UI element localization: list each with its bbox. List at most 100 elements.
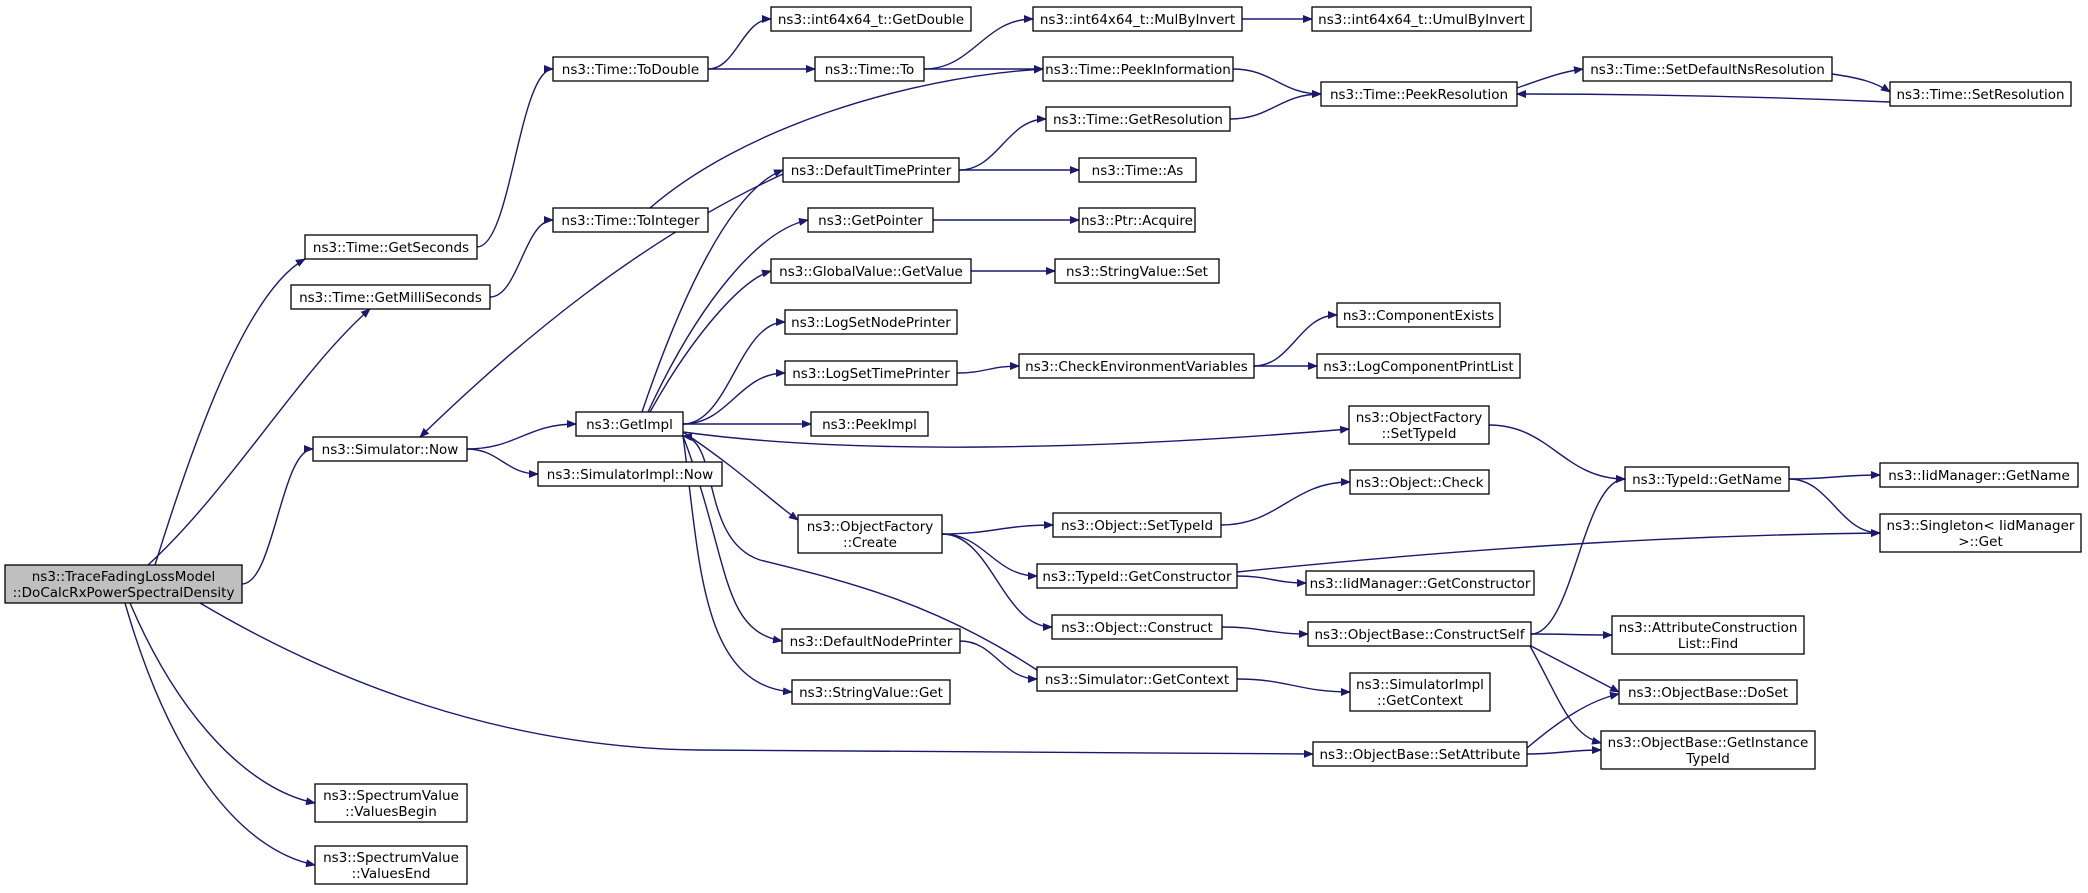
node-box	[1582, 56, 1833, 82]
edge-line	[682, 431, 799, 521]
node-label: ns3::int64x64_t::MulByInvert	[1040, 12, 1235, 28]
graph-node-stringset[interactable]: ns3::StringValue::Set	[1054, 258, 1220, 284]
graph-node-getimpl[interactable]: ns3::GetImpl	[575, 411, 684, 437]
graph-node-typeidgetname[interactable]: ns3::TypeId::GetName	[1624, 466, 1790, 492]
graph-node-objsettypeid[interactable]: ns3::Object::SetTypeId	[1052, 512, 1222, 538]
edge-line	[1530, 630, 1613, 639]
node-label: ns3::TypeId::GetConstructor	[1042, 569, 1232, 585]
node-label: ::GetContext	[1377, 693, 1463, 709]
graph-node-simgetcontext[interactable]: ns3::Simulator::GetContext	[1036, 666, 1238, 692]
graph-node-now[interactable]: ns3::Simulator::Now	[312, 436, 468, 462]
edge-line	[476, 65, 554, 248]
graph-node-defaultnodeprinter[interactable]: ns3::DefaultNodePrinter	[781, 628, 961, 654]
edge-getresolution-to-peekres	[1229, 90, 1322, 120]
node-label: ns3::ObjectBase::ConstructSelf	[1315, 627, 1526, 643]
graph-node-objconstruct[interactable]: ns3::Object::Construct	[1051, 614, 1223, 640]
node-label: ns3::StringValue::Set	[1066, 264, 1208, 280]
edge-obconstructself-to-typeidgetname	[1530, 475, 1626, 635]
edge-line	[1530, 645, 1620, 693]
edge-ofcreate-to-typeidgetctor	[941, 533, 1038, 580]
graph-node-singletonget[interactable]: ns3::Singleton< IidManager>::Get	[1879, 513, 2082, 553]
node-label: ns3::ObjectFactory	[1356, 410, 1483, 426]
graph-node-ofsettypeid[interactable]: ns3::ObjectFactory::SetTypeId	[1348, 405, 1490, 445]
graph-node-logcomplist[interactable]: ns3::LogComponentPrintList	[1316, 353, 1521, 379]
edge-line	[1788, 471, 1881, 480]
node-box	[1349, 672, 1491, 712]
node-label: ns3::SimulatorImpl::Now	[547, 467, 713, 483]
graph-node-logsetnode[interactable]: ns3::LogSetNodePrinter	[784, 309, 958, 335]
edge-setresolution-to-peekres	[1516, 90, 1891, 103]
node-label: ns3::GlobalValue::GetValue	[779, 264, 963, 280]
graph-node-checkenv[interactable]: ns3::CheckEnvironmentVariables	[1018, 353, 1255, 379]
graph-node-valend[interactable]: ns3::SpectrumValue::ValuesEnd	[314, 845, 468, 885]
node-label: ns3::Time::ToDouble	[562, 62, 699, 78]
graph-node-mulbyinvert[interactable]: ns3::int64x64_t::MulByInvert	[1032, 6, 1243, 32]
graph-node-obsetattr[interactable]: ns3::ObjectBase::SetAttribute	[1312, 741, 1528, 767]
graph-node-gvgetvalue[interactable]: ns3::GlobalValue::GetValue	[770, 258, 972, 284]
graph-node-peekinfo[interactable]: ns3::Time::PeekInformation	[1042, 56, 1234, 82]
graph-node-setresolution[interactable]: ns3::Time::SetResolution	[1889, 81, 2072, 107]
node-box	[1618, 679, 1798, 705]
graph-node-typeidgetctor[interactable]: ns3::TypeId::GetConstructor	[1036, 563, 1238, 589]
edge-defaulttimeprinter-to-now	[419, 173, 784, 438]
graph-node-simimplnow[interactable]: ns3::SimulatorImpl::Now	[537, 461, 723, 487]
graph-node-timeto[interactable]: ns3::Time::To	[814, 56, 925, 82]
graph-node-todouble[interactable]: ns3::Time::ToDouble	[552, 56, 709, 82]
graph-node-getmilli[interactable]: ns3::Time::GetMilliSeconds	[290, 284, 491, 310]
node-box	[1036, 563, 1238, 589]
graph-node-objcheck[interactable]: ns3::Object::Check	[1349, 469, 1490, 495]
graph-node-ptracquire[interactable]: ns3::Ptr::Acquire	[1078, 207, 1196, 233]
node-label: ns3::Time::ToInteger	[561, 213, 700, 229]
edge-todouble-to-getdouble	[707, 15, 772, 70]
graph-node-iidgetctor[interactable]: ns3::IidManager::GetConstructor	[1305, 570, 1535, 596]
graph-node-getpointer[interactable]: ns3::GetPointer	[807, 207, 934, 233]
edge-line	[1526, 691, 1620, 749]
node-label: ns3::SpectrumValue	[323, 788, 459, 804]
graph-node-stringget[interactable]: ns3::StringValue::Get	[791, 679, 951, 705]
node-box	[575, 411, 684, 437]
edge-line	[1530, 475, 1626, 635]
graph-node-peekimpl[interactable]: ns3::PeekImpl	[810, 411, 929, 437]
graph-node-logsettime[interactable]: ns3::LogSetTimePrinter	[784, 360, 958, 386]
node-box	[810, 411, 929, 437]
edge-peekres-to-setdefaultns	[1516, 66, 1584, 89]
edge-line	[1221, 626, 1309, 638]
edge-root-to-getmilli	[147, 308, 371, 566]
node-box	[1045, 106, 1231, 132]
graph-node-tointeger[interactable]: ns3::Time::ToInteger	[552, 207, 709, 233]
graph-node-getresolution[interactable]: ns3::Time::GetResolution	[1045, 106, 1231, 132]
graph-node-obdoset[interactable]: ns3::ObjectBase::DoSet	[1618, 679, 1798, 705]
node-label: ns3::Time::GetMilliSeconds	[299, 290, 482, 306]
edge-line	[199, 602, 1314, 758]
edge-typeidgetname-to-singletonget	[1788, 478, 1881, 537]
node-box	[1051, 614, 1223, 640]
graph-node-valbegin[interactable]: ns3::SpectrumValue::ValuesBegin	[314, 783, 468, 823]
graph-node-componentexists[interactable]: ns3::ComponentExists	[1336, 302, 1501, 328]
node-box	[1307, 621, 1532, 647]
graph-node-getseconds[interactable]: ns3::Time::GetSeconds	[304, 234, 478, 260]
node-box	[1879, 462, 2079, 488]
node-label: ns3::DefaultTimePrinter	[791, 163, 952, 179]
node-label: ns3::Time::GetResolution	[1053, 112, 1223, 128]
edge-line	[1788, 478, 1881, 537]
graph-node-ofcreate[interactable]: ns3::ObjectFactory::Create	[797, 514, 943, 554]
graph-node-umulbyinvert[interactable]: ns3::int64x64_t::UmulByInvert	[1311, 6, 1532, 32]
graph-node-peekres[interactable]: ns3::Time::PeekResolution	[1320, 81, 1518, 107]
node-box	[1305, 570, 1535, 596]
edge-line	[923, 15, 1034, 70]
graph-node-getdouble[interactable]: ns3::int64x64_t::GetDouble	[770, 6, 972, 32]
graph-node-obconstructself[interactable]: ns3::ObjectBase::ConstructSelf	[1307, 621, 1532, 647]
node-label: ns3::CheckEnvironmentVariables	[1025, 359, 1248, 375]
graph-node-simimplgetcontext[interactable]: ns3::SimulatorImpl::GetContext	[1349, 672, 1491, 712]
node-label: ns3::IidManager::GetConstructor	[1310, 576, 1531, 592]
graph-node-setdefaultns[interactable]: ns3::Time::SetDefaultNsResolution	[1582, 56, 1833, 82]
graph-node-timeas[interactable]: ns3::Time::As	[1078, 157, 1197, 183]
node-box	[1311, 6, 1532, 32]
graph-node-root[interactable]: ns3::TraceFadingLossModel::DoCalcRxPower…	[4, 564, 243, 604]
edge-line	[1529, 645, 1602, 745]
graph-node-defaulttimeprinter[interactable]: ns3::DefaultTimePrinter	[782, 157, 960, 183]
graph-node-iidgetname[interactable]: ns3::IidManager::GetName	[1879, 462, 2079, 488]
node-label: ns3::AttributeConstruction	[1619, 620, 1798, 636]
